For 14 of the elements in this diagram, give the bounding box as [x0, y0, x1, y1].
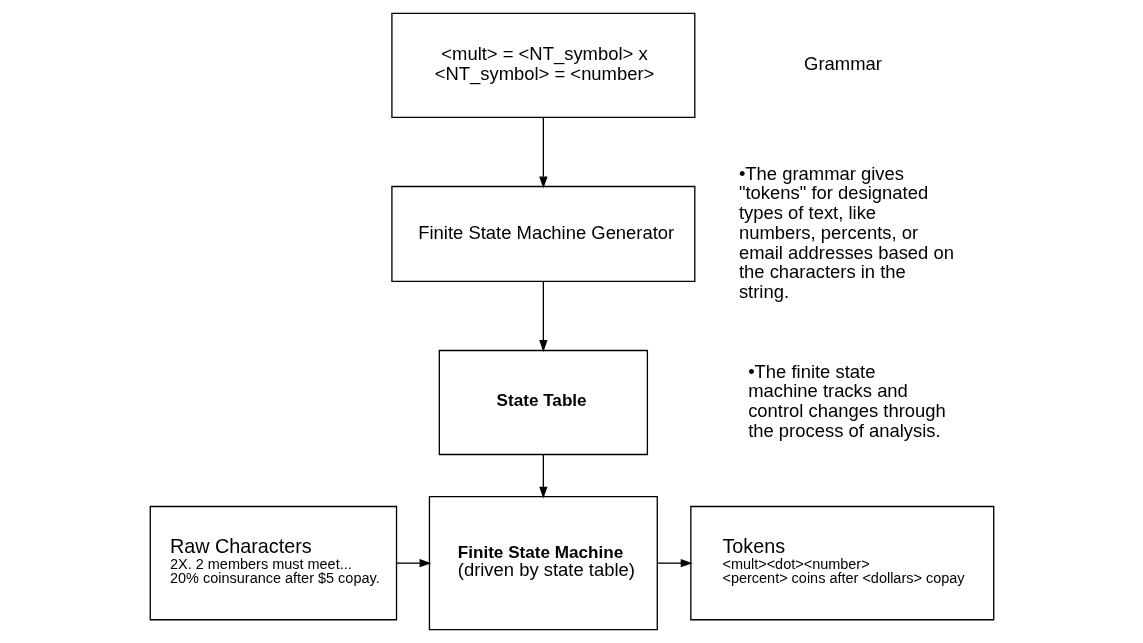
label: Grammar: [803, 53, 882, 75]
label: •The grammar gives "tokens" for designated types of text, like numbers, percents, or email addresses based on the characters in the string.: [738, 162, 954, 303]
node-box: Finite State Machine Generator: [390, 185, 695, 282]
node-box: State Table: [438, 349, 648, 456]
node-box: Tokens <mult><dot><number> <percent> coins after <dollars> copay: [689, 505, 994, 621]
arrow: [395, 559, 431, 568]
arrow: [538, 280, 547, 352]
arrow: [538, 454, 547, 499]
node-box: Raw Characters 2X. 2 members must meet... 20% coinsurance after $5 copay.: [149, 505, 397, 621]
node-box: <mult> = <NT_symbol> x <NT_symbol> = <number>: [390, 12, 695, 119]
node-box: Finite State Machine (driven by state table): [428, 496, 658, 631]
arrow: [538, 117, 547, 189]
label: •The finite state machine tracks and control changes through the process of analysis.: [747, 360, 946, 441]
arrow: [656, 559, 693, 568]
